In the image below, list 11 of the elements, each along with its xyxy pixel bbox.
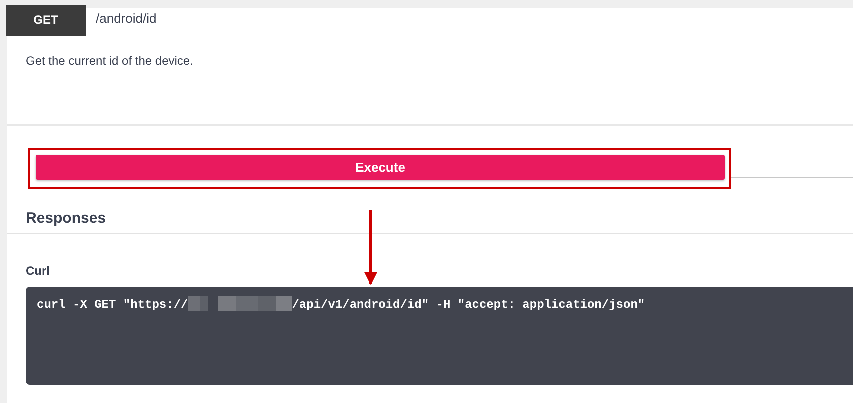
section-heading: Responses (26, 210, 106, 227)
endpoint-description: Get the current id of the device. (26, 54, 194, 68)
endpoint-path: /android/id (96, 11, 157, 26)
arrow (364, 210, 378, 286)
execute-button: Execute (36, 155, 725, 180)
code-text: /api/v1/android/id" -H "accept: application/json" (292, 298, 646, 312)
http-method-badge: GET (6, 5, 86, 36)
code-block (26, 287, 853, 385)
highlight-frame (28, 148, 731, 189)
code-text: curl -X GET "https:// (37, 298, 188, 312)
field-label: Curl (26, 264, 50, 278)
